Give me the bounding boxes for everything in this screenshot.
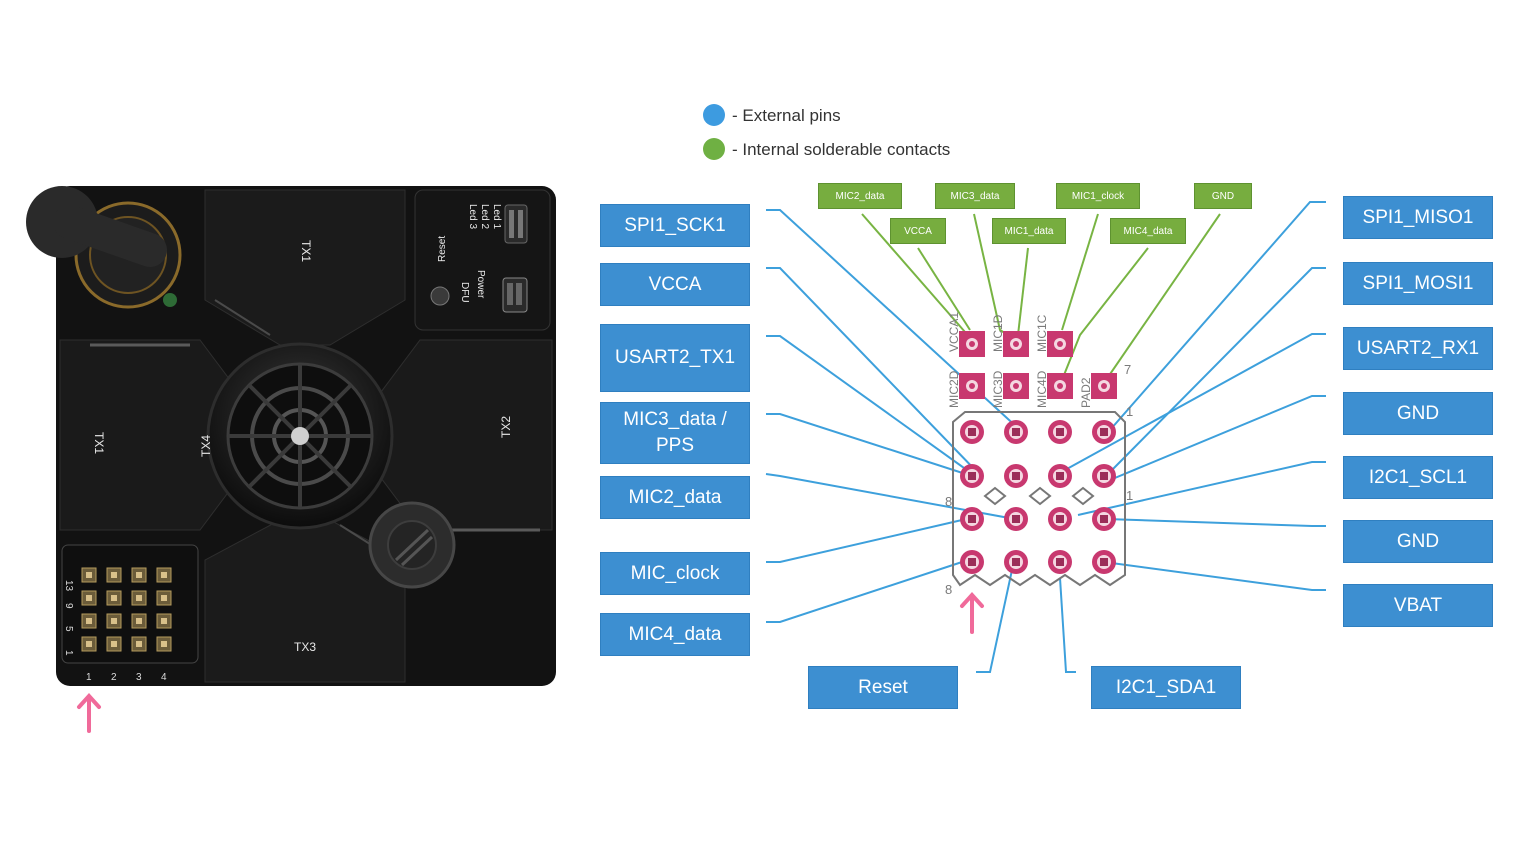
pin-mic2-data: MIC2_data (600, 476, 750, 519)
pin-gnd-2: GND (1343, 520, 1493, 563)
pad-label-mic2d: MIC2D (947, 370, 961, 408)
leader-line-green (917, 247, 971, 331)
contact-vcca: VCCA (890, 218, 946, 244)
pin-number: 1 (1126, 488, 1133, 503)
pin-i2c1-sda1: I2C1_SDA1 (1091, 666, 1241, 709)
pin-spi1-mosi1: SPI1_MOSI1 (1343, 262, 1493, 305)
pin-number: 8 (945, 582, 952, 597)
pin-vcca: VCCA (600, 263, 750, 306)
pin-usart2-rx1: USART2_RX1 (1343, 327, 1493, 370)
header-number: 1 (63, 650, 74, 656)
leader-line (1105, 518, 1326, 527)
pin1-arrow-left (77, 693, 101, 733)
pin-mic4-data: MIC4_data (600, 613, 750, 656)
leader-line-green (1105, 213, 1221, 381)
header-number: 5 (63, 626, 74, 632)
pin-pads (959, 331, 1117, 574)
leader-line (1109, 395, 1326, 481)
header-numbers-bottom: 1 2 3 4 (86, 672, 167, 683)
legend-internal-contacts: - Internal solderable contacts (732, 140, 951, 159)
leader-line (1064, 333, 1326, 471)
leader-line (765, 473, 1021, 521)
pin-leader-lines (765, 201, 1326, 673)
legend-blue-dot (703, 104, 725, 126)
board-photo: TX1 TX2 TX3 TX4 TX1 Led 3 Led 2 Led 1 Re… (26, 186, 556, 733)
pin-gnd-1: GND (1343, 392, 1493, 435)
pin-number: 7 (1124, 362, 1131, 377)
pin1-arrow-right (960, 592, 984, 634)
label-led2: Led 2 (479, 204, 490, 229)
label-tx4: TX4 (199, 435, 213, 457)
pin-reset: Reset (808, 666, 958, 709)
leader-line (766, 413, 979, 479)
legend-green-dot (703, 138, 725, 160)
pad-label-mic1d: MIC1D (991, 314, 1005, 352)
pin-number: 8 (945, 494, 952, 509)
header-numbers-side: 13 9 5 1 (63, 580, 74, 656)
leader-line (1059, 577, 1076, 673)
header-number: 13 (63, 580, 74, 592)
leader-line (976, 569, 1013, 673)
leader-line (766, 267, 981, 476)
pad-label-mic1c: MIC1C (1035, 314, 1049, 352)
dfu-button (430, 286, 450, 306)
label-reset: Reset (437, 236, 448, 262)
pad-label-mic3d: MIC3D (991, 370, 1005, 408)
leader-line (766, 519, 963, 563)
contact-mic2-data: MIC2_data (818, 183, 902, 209)
label-tx3: TX3 (294, 640, 316, 654)
leader-line (766, 209, 1021, 431)
pin-grid-diamonds (983, 486, 1095, 506)
leader-line-green (1017, 247, 1029, 336)
contact-mic3-data: MIC3_data (935, 183, 1015, 209)
pin-header-pins (81, 567, 172, 652)
label-led1: Led 1 (491, 204, 502, 229)
label-power: Power (475, 270, 486, 299)
board-cross-shape (204, 189, 406, 346)
header-number: 2 (111, 672, 117, 683)
pin-i2c1-scl1: I2C1_SCL1 (1343, 456, 1493, 499)
header-number: 9 (63, 603, 74, 609)
leader-line (1077, 461, 1326, 516)
legend-external-pins: - External pins (732, 106, 841, 125)
header-number: 1 (86, 672, 92, 683)
contact-mic1-data: MIC1_data (992, 218, 1066, 244)
contact-leader-lines (861, 213, 1221, 381)
label-dfu: DFU (459, 282, 470, 303)
leader-line (766, 335, 979, 479)
label-tx1-left: TX1 (92, 432, 106, 454)
pin-vbat: VBAT (1343, 584, 1493, 627)
pin-grid-outline (952, 411, 1126, 587)
contact-gnd: GND (1194, 183, 1252, 209)
pin-mic3-data-pps: MIC3_data / PPS (600, 402, 750, 464)
leader-line (766, 561, 963, 623)
label-tx2: TX2 (499, 416, 513, 438)
contact-mic1-clock: MIC1_clock (1056, 183, 1140, 209)
contact-mic4-data: MIC4_data (1110, 218, 1186, 244)
pad-label-vcca1: VCCA1 (947, 312, 961, 352)
speaker-center (291, 427, 309, 445)
leader-line (1111, 267, 1326, 471)
pin-usart2-tx1: USART2_TX1 (600, 324, 750, 392)
pin-mic-clock: MIC_clock (600, 552, 750, 595)
leader-line (1109, 201, 1326, 431)
leader-line-green (1061, 213, 1099, 331)
leader-line-green (861, 213, 973, 341)
header-number: 4 (161, 672, 167, 683)
label-led3: Led 3 (467, 204, 478, 229)
pad-label-mic4d: MIC4D (1035, 370, 1049, 408)
pin-spi1-sck1: SPI1_SCK1 (600, 204, 750, 247)
leader-line (1103, 561, 1326, 591)
pin-number: 1 (1126, 404, 1133, 419)
pin-spi1-miso1: SPI1_MISO1 (1343, 196, 1493, 239)
label-tx1-top: TX1 (299, 240, 313, 262)
leader-line-green (1061, 247, 1149, 381)
header-number: 3 (136, 672, 142, 683)
pad-label-pad2: PAD2 (1079, 377, 1093, 408)
